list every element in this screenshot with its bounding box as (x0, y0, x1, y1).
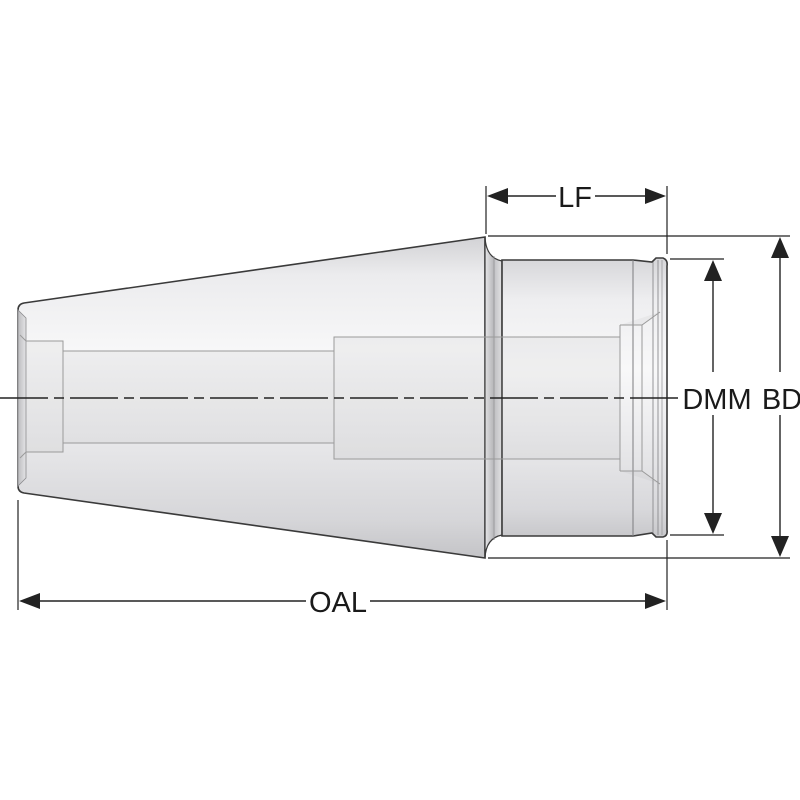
dmm-label: DMM (682, 384, 751, 416)
dimension-lf (485, 186, 668, 254)
oal-arrow-right-icon (645, 593, 666, 609)
dimension-oal (17, 500, 668, 610)
bd-label: BD (762, 384, 800, 416)
through-bore (62, 350, 335, 444)
lf-label: LF (558, 182, 592, 214)
left-counterbore-chamfer-bottom (19, 451, 27, 459)
dmm-arrow-up-icon (704, 260, 722, 281)
oal-arrow-left-icon (19, 593, 40, 609)
dimension-dmm (670, 258, 724, 536)
front-counterbore (619, 311, 661, 485)
lf-arrow-left-icon (487, 188, 508, 204)
left-counterbore (26, 340, 64, 453)
oal-label: OAL (309, 587, 367, 619)
left-counterbore-chamfer-top (19, 334, 27, 342)
dimension-bd (488, 235, 790, 559)
bd-arrow-up-icon (771, 237, 789, 258)
bd-arrow-down-icon (771, 536, 789, 557)
dmm-arrow-down-icon (704, 513, 722, 534)
lf-arrow-right-icon (645, 188, 666, 204)
